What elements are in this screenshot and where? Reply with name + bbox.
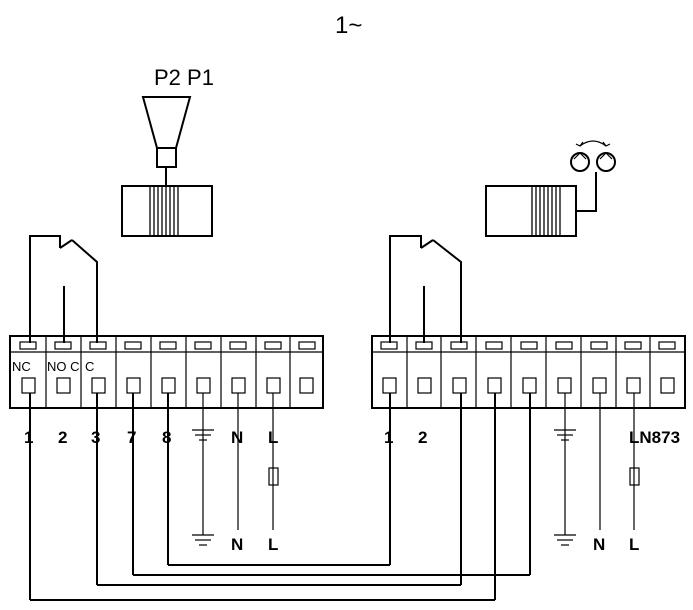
right-relay-contact [389, 235, 462, 343]
rotation-arrows-icon [570, 140, 616, 172]
left-relay-contact [29, 235, 98, 343]
neutral-label: N [593, 535, 605, 554]
terminal-number: 1 [24, 428, 33, 447]
no-c-label: NO C [47, 359, 80, 374]
right-terminal-block [371, 335, 686, 409]
ground-icon [192, 534, 214, 546]
pump-label: P2 P1 [154, 65, 214, 90]
ground-icon [554, 534, 576, 546]
motor-coil-icon [485, 172, 597, 237]
terminal-number: 8 [162, 428, 171, 447]
nc-label: NC [12, 359, 31, 374]
model-label: LN873 [629, 428, 680, 447]
terminal-number: 2 [418, 428, 427, 447]
solenoid-coil-icon [121, 185, 213, 237]
line-label: L [268, 535, 278, 554]
terminal-number: 2 [58, 428, 67, 447]
c-label: C [85, 359, 94, 374]
supply-label: 1~ [335, 12, 362, 39]
terminal-number: 3 [91, 428, 100, 447]
line-label: L [629, 535, 639, 554]
fuse-icon [629, 467, 640, 486]
interconnect-wires [30, 564, 530, 601]
terminal-number: N [231, 428, 243, 447]
terminal-number: 1 [384, 428, 393, 447]
left-terminal-block [9, 335, 324, 409]
ground-icon [192, 429, 214, 441]
terminal-number: 7 [127, 428, 136, 447]
right-terminal-numbers: 1 2 LN873 [384, 428, 680, 447]
horn-valve-icon [141, 96, 192, 186]
neutral-label: N [231, 535, 243, 554]
left-terminal-numbers: 1 2 3 7 8 N L [24, 428, 278, 447]
fuse-icon [268, 467, 279, 486]
ground-icon [554, 429, 576, 441]
terminal-number: L [268, 428, 278, 447]
